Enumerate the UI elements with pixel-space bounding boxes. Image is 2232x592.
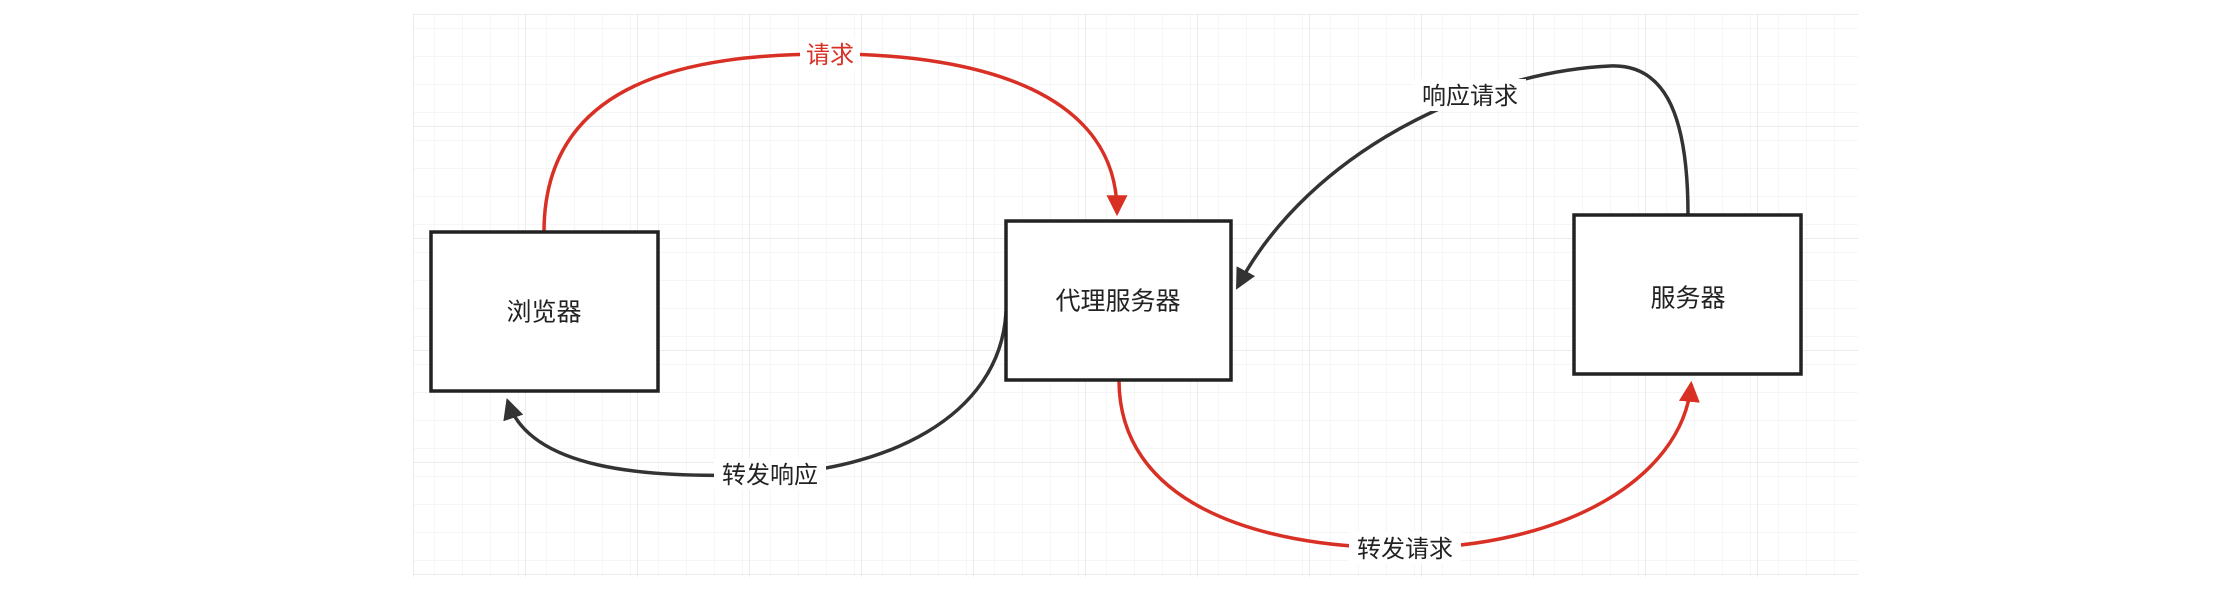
edge-label-request-text: 请求	[806, 41, 854, 69]
edge-label-response-request: 响应请求	[1414, 79, 1526, 111]
node-proxy-server-label: 代理服务器	[1055, 287, 1180, 316]
edge-label-forward-response: 转发响应	[714, 458, 826, 490]
edge-response-request	[1236, 64, 1690, 290]
node-server-label: 服务器	[1650, 284, 1725, 313]
node-proxy-server: 代理服务器	[1004, 219, 1233, 382]
edge-label-forward-request: 转发请求	[1349, 532, 1461, 564]
node-browser: 浏览器	[429, 230, 660, 393]
node-server: 服务器	[1572, 213, 1803, 376]
edge-label-request: 请求	[800, 38, 860, 70]
node-browser-label: 浏览器	[506, 298, 581, 327]
edge-label-response-request-text: 响应请求	[1422, 82, 1518, 110]
edge-label-forward-response-text: 转发响应	[722, 461, 818, 489]
edge-label-forward-request-text: 转发请求	[1357, 535, 1453, 563]
